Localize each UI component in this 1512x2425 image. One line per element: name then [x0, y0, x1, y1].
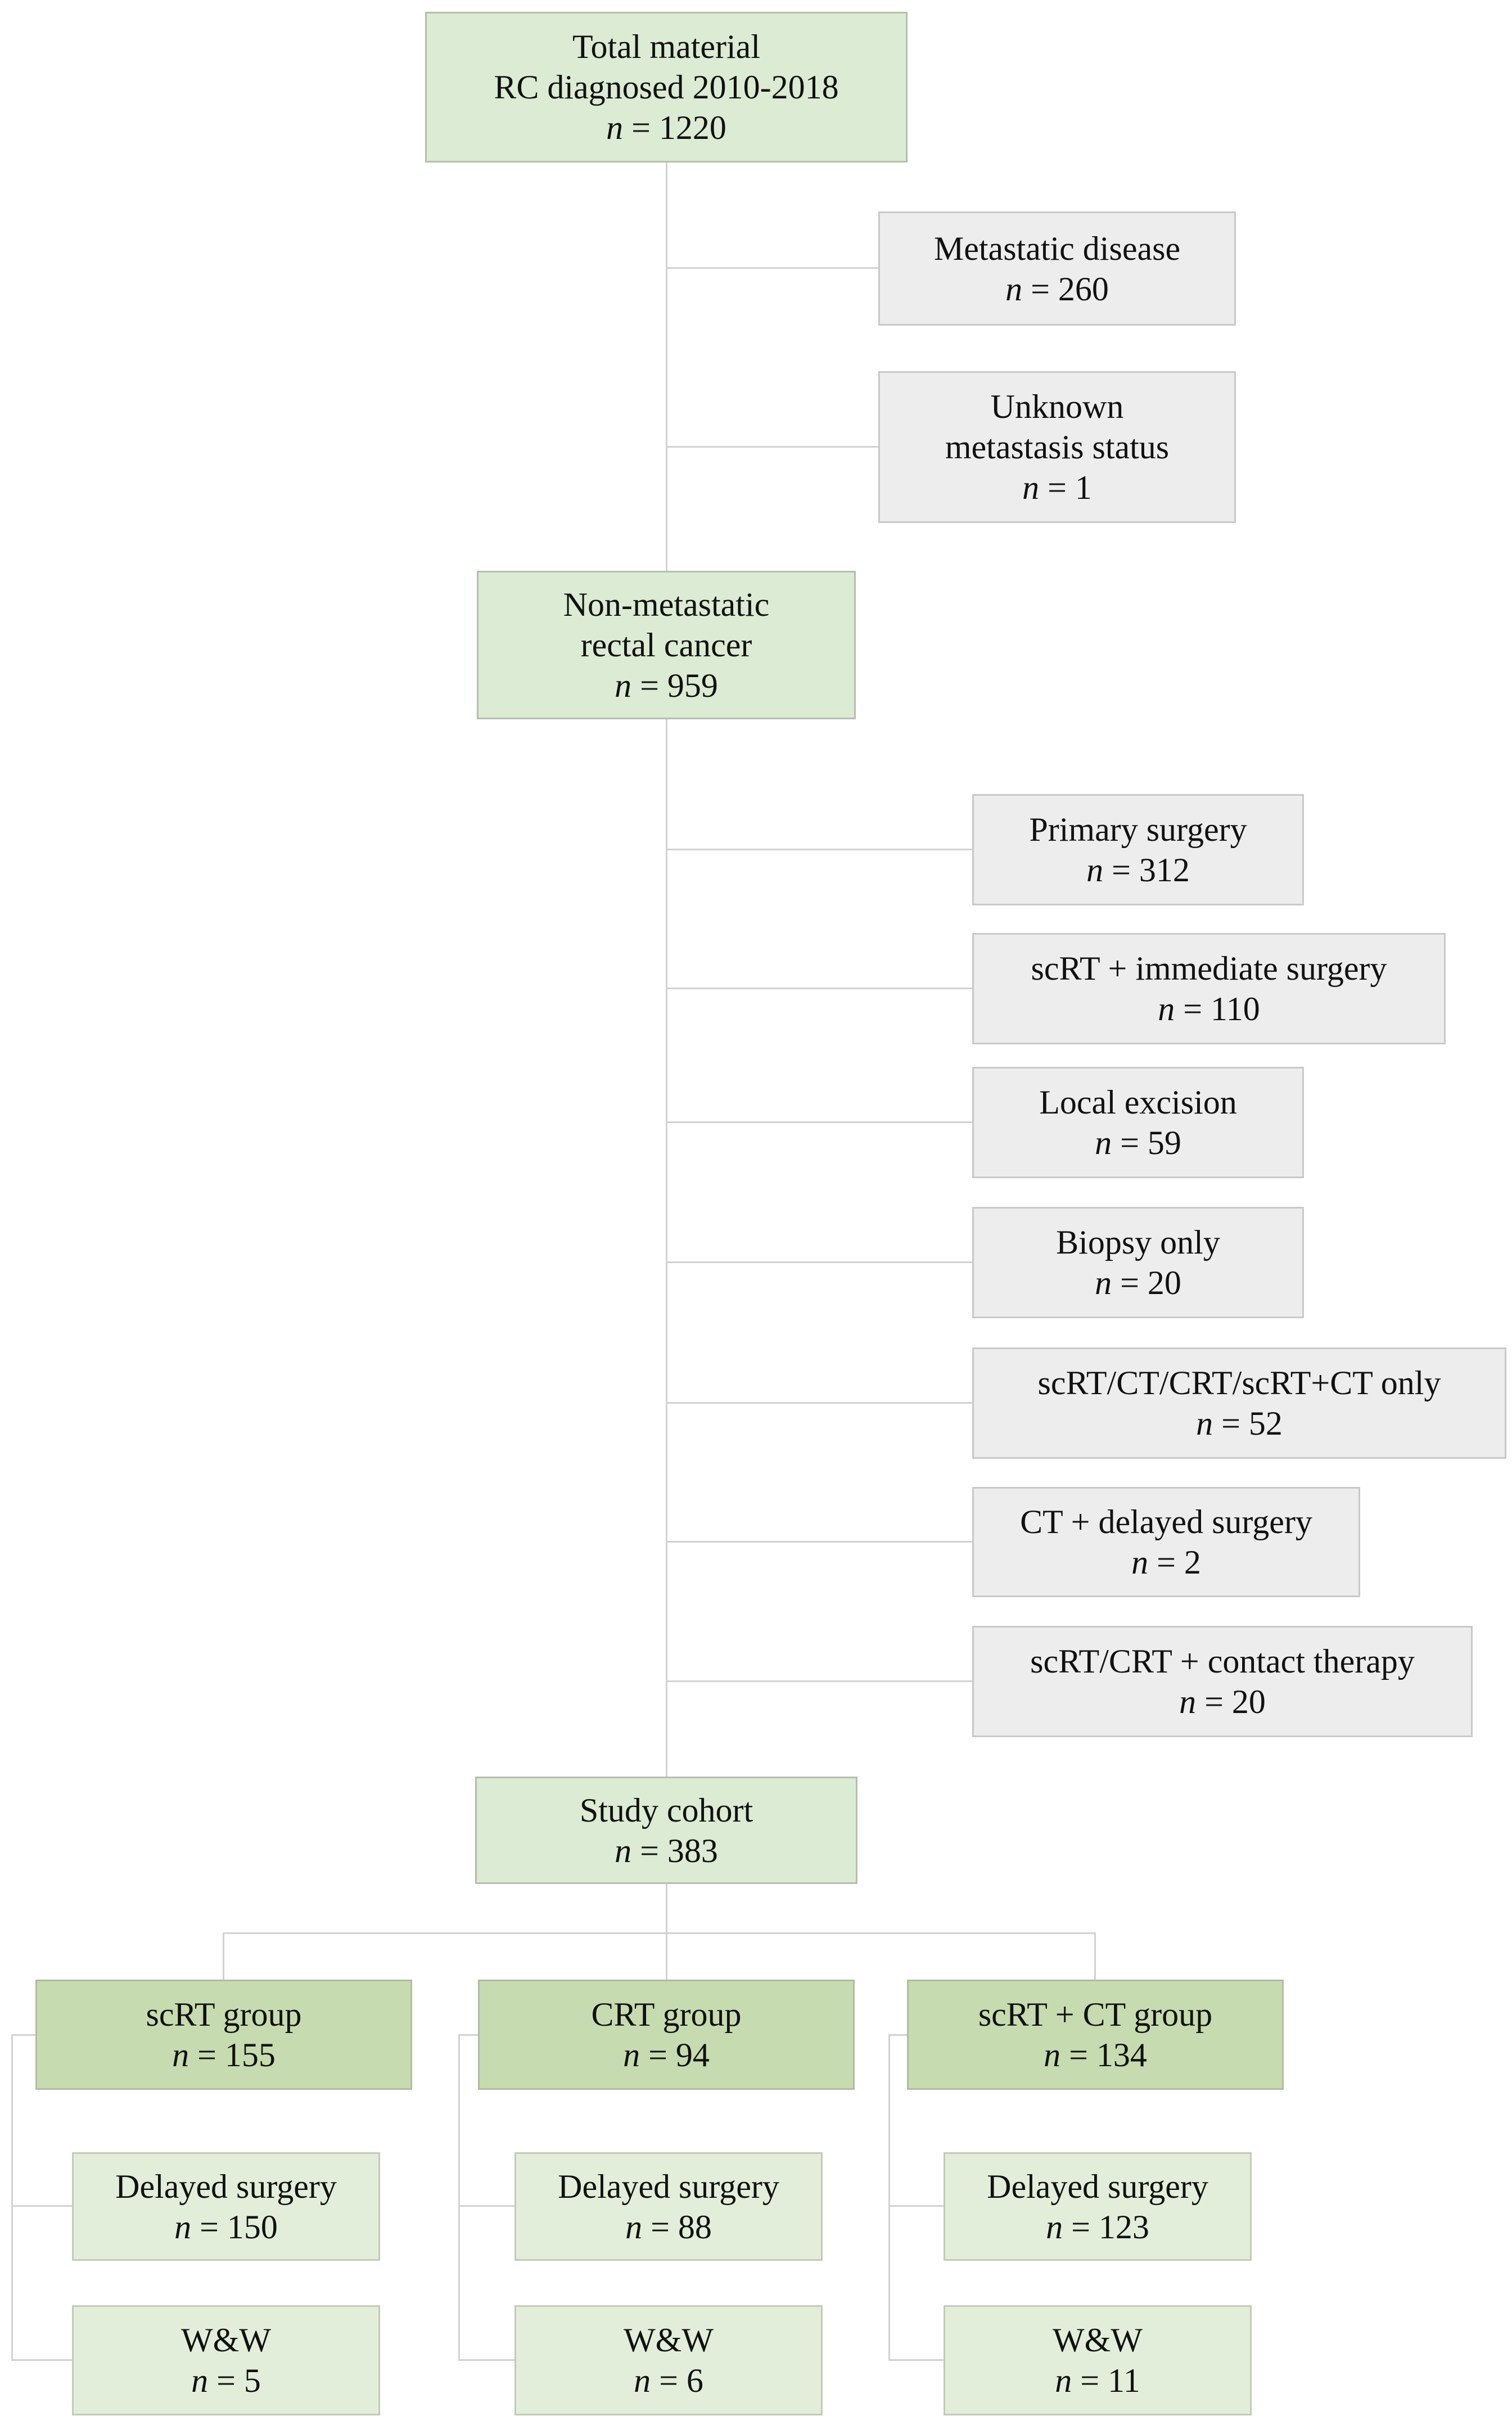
node-scrt-crt-contact-therapy: scRT/CRT + contact therapy n = 20 — [972, 1626, 1473, 1737]
connector-stub-crt-group — [458, 2034, 480, 2036]
node-count: n = 94 — [623, 2036, 710, 2074]
node-label: W&W — [1053, 2322, 1143, 2359]
node-label: CT + delayed surgery — [1020, 1503, 1312, 1540]
node-count: n = 150 — [174, 2208, 278, 2246]
connector-stub-crt-ww — [458, 2359, 516, 2361]
connector-main-vertical — [666, 163, 667, 1777]
node-label: Local excision — [1039, 1084, 1237, 1121]
connector-side-vertical-scrt — [11, 2034, 13, 2361]
connector-stub-scrt-ww — [11, 2359, 74, 2361]
node-label: scRT + CT group — [978, 1996, 1213, 2033]
node-count: n = 88 — [625, 2208, 712, 2246]
connector-stub-scrt-group — [11, 2034, 37, 2036]
node-label: CRT group — [591, 1996, 742, 2033]
node-count: n = 383 — [615, 1832, 718, 1869]
node-count: n = 123 — [1046, 2208, 1149, 2246]
connector-side-vertical-crt — [458, 2034, 460, 2361]
node-crt-group: CRT group n = 94 — [478, 1980, 855, 2090]
node-scrt-ct-ww: W&W n = 11 — [944, 2305, 1252, 2415]
node-primary-surgery: Primary surgery n = 312 — [972, 794, 1304, 905]
node-non-metastatic-rectal-cancer: Non-metastatic rectal cancer n = 959 — [477, 571, 856, 719]
node-label: Non-metastatic — [563, 586, 770, 623]
node-count: n = 110 — [1158, 990, 1260, 1027]
connector-h-unknown — [666, 446, 878, 448]
node-label: Delayed surgery — [987, 2167, 1208, 2205]
connector-h-ct-delayed — [666, 1541, 972, 1543]
connector-h-metastatic — [666, 267, 878, 269]
node-count: n = 134 — [1044, 2036, 1147, 2074]
connector-branch-horizontal — [223, 1932, 1096, 1934]
node-label: scRT + immediate surgery — [1031, 950, 1387, 987]
node-count: n = 1 — [1022, 469, 1092, 506]
node-count: n = 20 — [1095, 1264, 1181, 1301]
node-label: Metastatic disease — [933, 229, 1181, 267]
node-count: n = 1220 — [606, 109, 726, 146]
connector-h-biopsy-only — [666, 1261, 972, 1263]
node-label: scRT/CT/CRT/scRT+CT only — [1037, 1364, 1441, 1401]
node-local-excision: Local excision n = 59 — [972, 1067, 1304, 1178]
node-count: n = 5 — [191, 2362, 261, 2399]
node-unknown-metastasis-status: Unknown metastasis status n = 1 — [878, 371, 1236, 523]
connector-h-local-excision — [666, 1121, 972, 1123]
connector-h-scrt-immediate — [666, 988, 972, 989]
node-label: W&W — [181, 2322, 271, 2359]
node-label: Delayed surgery — [558, 2167, 779, 2205]
connector-stub-scrt-delayed — [11, 2205, 74, 2207]
node-scrt-immediate-surgery: scRT + immediate surgery n = 110 — [972, 933, 1446, 1044]
connector-h-scrt-crt-contact — [666, 1680, 972, 1682]
node-label: rectal cancer — [580, 626, 752, 664]
node-scrt-group: scRT group n = 155 — [35, 1980, 412, 2090]
connector-stub-scrt-ct-group — [888, 2034, 909, 2036]
node-label: Unknown — [990, 388, 1124, 425]
node-metastatic-disease: Metastatic disease n = 260 — [878, 211, 1236, 326]
connector-h-scrt-ct-crt-only — [666, 1402, 972, 1404]
node-count: n = 59 — [1095, 1124, 1181, 1161]
connector-cohort-to-branch — [666, 1884, 667, 1932]
node-count: n = 52 — [1196, 1405, 1283, 1442]
node-ct-delayed-surgery: CT + delayed surgery n = 2 — [972, 1487, 1360, 1597]
node-label: Biopsy only — [1056, 1224, 1220, 1261]
node-count: n = 959 — [615, 667, 718, 704]
node-count: n = 260 — [1005, 270, 1109, 308]
node-label: Total material — [572, 28, 760, 65]
node-label: Primary surgery — [1029, 811, 1247, 848]
node-scrt-delayed-surgery: Delayed surgery n = 150 — [72, 2152, 380, 2261]
connector-drop-crt-group — [666, 1932, 667, 1980]
node-label: RC diagnosed 2010-2018 — [494, 69, 839, 106]
node-count: n = 20 — [1179, 1683, 1266, 1720]
node-scrt-ct-delayed-surgery: Delayed surgery n = 123 — [944, 2152, 1252, 2261]
node-count: n = 11 — [1055, 2362, 1140, 2399]
node-label: Study cohort — [579, 1791, 753, 1829]
connector-stub-crt-delayed — [458, 2205, 516, 2207]
connector-drop-scrt-group — [223, 1932, 224, 1980]
node-scrt-ct-crt-scrtct-only: scRT/CT/CRT/scRT+CT only n = 52 — [972, 1347, 1506, 1459]
node-label: Delayed surgery — [115, 2167, 337, 2205]
node-count: n = 155 — [172, 2036, 276, 2074]
node-scrt-ct-group: scRT + CT group n = 134 — [907, 1980, 1284, 2090]
node-scrt-ww: W&W n = 5 — [72, 2305, 380, 2415]
node-crt-ww: W&W n = 6 — [514, 2305, 823, 2415]
node-biopsy-only: Biopsy only n = 20 — [972, 1207, 1304, 1318]
node-label: scRT group — [146, 1996, 302, 2033]
node-label: metastasis status — [945, 429, 1170, 466]
node-count: n = 2 — [1131, 1544, 1201, 1581]
node-label: scRT/CRT + contact therapy — [1030, 1643, 1415, 1680]
connector-stub-scrt-ct-delayed — [888, 2205, 945, 2207]
node-label: W&W — [624, 2322, 714, 2359]
node-study-cohort: Study cohort n = 383 — [475, 1777, 857, 1884]
connector-drop-scrt-ct-group — [1094, 1932, 1096, 1980]
node-total-material: Total material RC diagnosed 2010-2018 n … — [425, 12, 908, 163]
connector-h-primary-surgery — [666, 849, 972, 850]
connector-stub-scrt-ct-ww — [888, 2359, 945, 2361]
node-crt-delayed-surgery: Delayed surgery n = 88 — [514, 2152, 823, 2261]
node-count: n = 6 — [634, 2362, 703, 2399]
node-count: n = 312 — [1086, 851, 1190, 889]
connector-side-vertical-scrt-ct — [888, 2034, 890, 2361]
